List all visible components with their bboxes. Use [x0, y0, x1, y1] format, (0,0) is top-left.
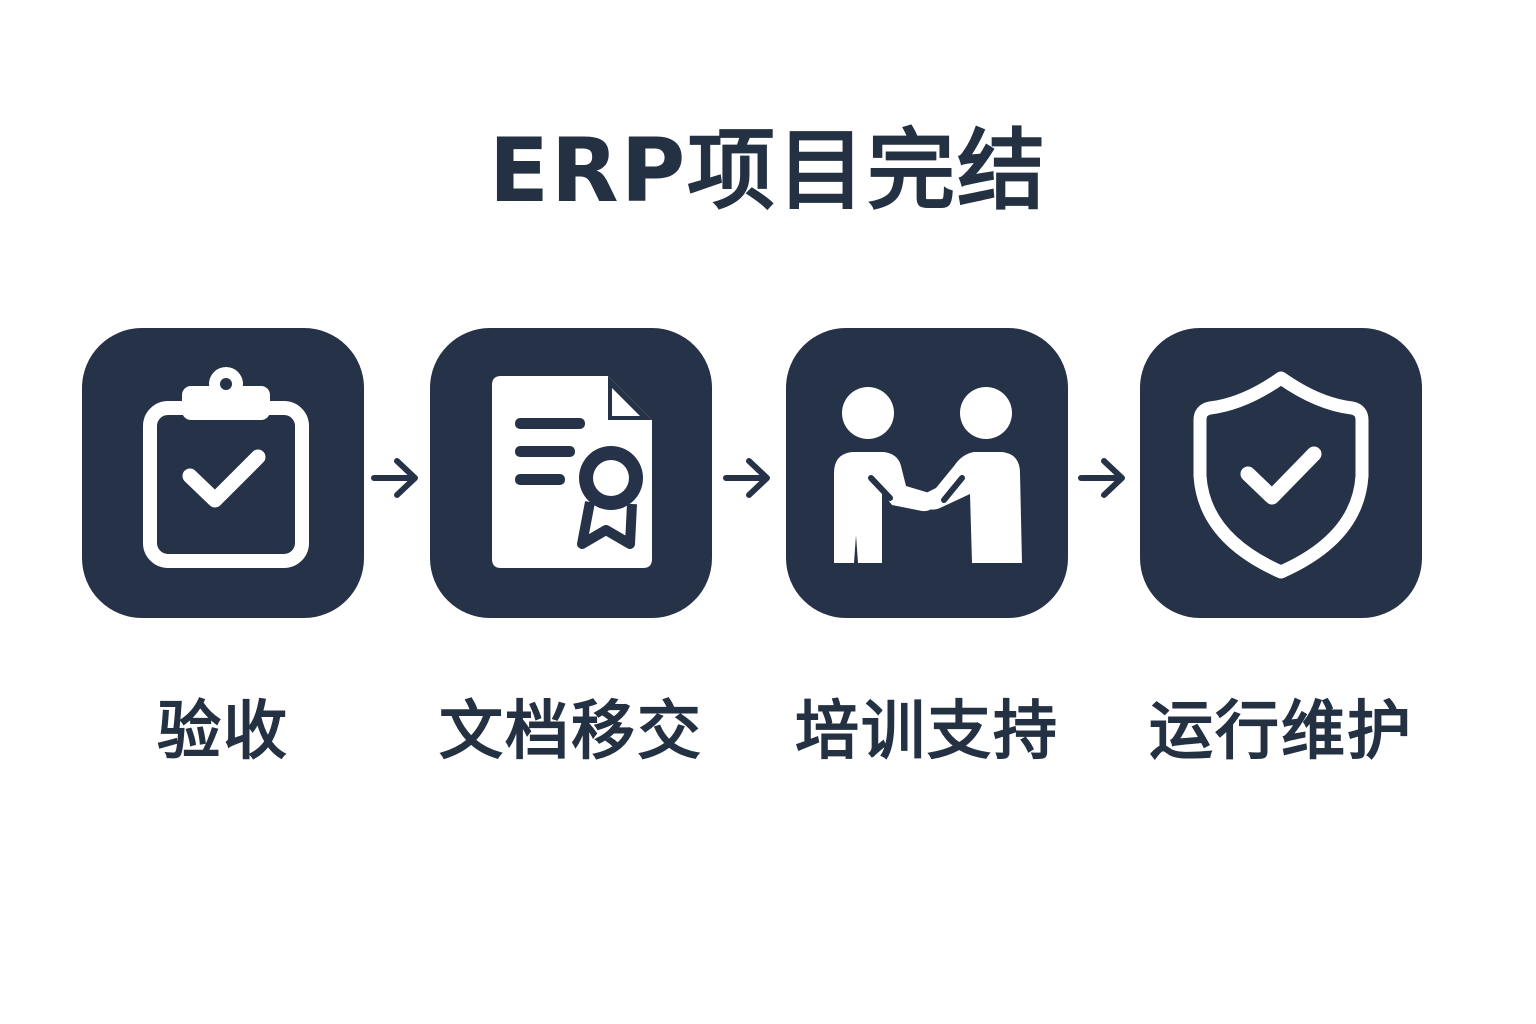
- handshake-icon: [834, 387, 1022, 563]
- step-label-training-support: 培训支持: [795, 695, 1059, 769]
- step-tile-operations-maintenance: [1140, 328, 1422, 618]
- step-tile-document-handover: [430, 328, 712, 618]
- step-label-acceptance: 验收: [157, 695, 289, 769]
- step-label-operations-maintenance: 运行维护: [1149, 695, 1413, 769]
- diagram-title: ERP项目完结: [488, 119, 1048, 222]
- arrow-right-icon: [371, 458, 418, 498]
- arrow-right-icon: [723, 458, 770, 498]
- shield-check-icon: [1193, 371, 1369, 579]
- step-tile-training-support: [786, 328, 1068, 618]
- arrow-right-icon: [1078, 458, 1125, 498]
- clipboard-check-icon: [143, 367, 309, 568]
- step-tile-acceptance: [82, 328, 364, 618]
- certificate-document-icon: [492, 376, 652, 568]
- step-label-document-handover: 文档移交: [439, 695, 703, 769]
